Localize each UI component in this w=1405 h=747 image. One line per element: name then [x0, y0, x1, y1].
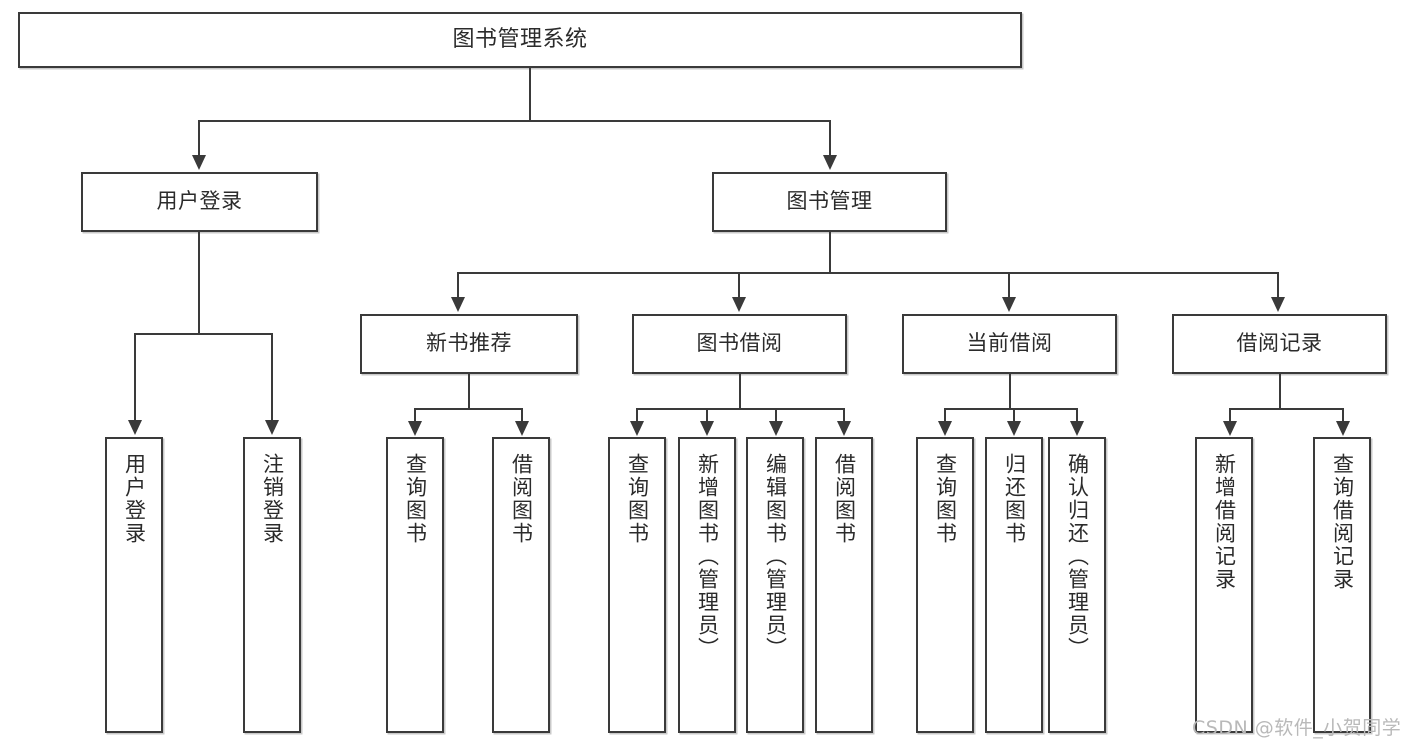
connector-drop	[134, 333, 136, 422]
node-label: 查询借阅记录	[1330, 453, 1355, 591]
node-label: 新增借阅记录	[1212, 453, 1237, 591]
arrowhead-icon	[1336, 421, 1350, 436]
arrowhead-icon	[769, 421, 783, 436]
leaf-return-book[interactable]: 归还图书	[985, 437, 1043, 733]
arrowhead-icon	[1271, 297, 1285, 312]
connector-root-stem	[529, 68, 531, 120]
connector-drop	[271, 333, 273, 422]
arrowhead-icon	[837, 421, 851, 436]
node-label: 用户登录	[156, 189, 243, 214]
connector-bar	[1229, 408, 1343, 410]
arrowhead-icon	[630, 421, 644, 436]
node-label: 图书管理	[786, 189, 873, 214]
arrowhead-icon	[823, 155, 837, 170]
arrowhead-icon	[408, 421, 422, 436]
connector-drop	[457, 272, 459, 299]
connector-drop	[775, 408, 777, 424]
connector-drop	[1008, 272, 1010, 299]
node-label: 查询图书	[403, 453, 428, 545]
node-label: 借阅图书	[832, 453, 857, 545]
node-label: 查询图书	[933, 453, 958, 545]
connector-drop	[414, 408, 416, 424]
node-label: 借阅记录	[1236, 331, 1323, 356]
leaf-edit-book-admin[interactable]: 编辑图书（管理员）	[746, 437, 804, 733]
node-book-borrow[interactable]: 图书借阅	[632, 314, 847, 374]
arrowhead-icon	[515, 421, 529, 436]
arrowhead-icon	[265, 420, 279, 435]
node-label: 编辑图书（管理员）	[763, 453, 788, 660]
connector-level3-bar	[457, 272, 1278, 274]
connector-drop	[843, 408, 845, 424]
arrowhead-icon	[1007, 421, 1021, 436]
leaf-logout[interactable]: 注销登录	[243, 437, 301, 733]
leaf-add-borrow-record[interactable]: 新增借阅记录	[1195, 437, 1253, 733]
node-label: 图书管理系统	[452, 26, 588, 52]
leaf-query-book-borrow[interactable]: 查询图书	[608, 437, 666, 733]
node-label: 查询图书	[625, 453, 650, 545]
arrowhead-icon	[732, 297, 746, 312]
node-label: 归还图书	[1002, 453, 1027, 545]
arrowhead-icon	[451, 297, 465, 312]
connector-stem	[468, 374, 470, 408]
node-current-borrow[interactable]: 当前借阅	[902, 314, 1117, 374]
node-label: 当前借阅	[966, 331, 1053, 356]
node-user-login[interactable]: 用户登录	[81, 172, 318, 232]
arrowhead-icon	[1070, 421, 1084, 436]
connector-bar	[944, 408, 1077, 410]
leaf-query-book-current[interactable]: 查询图书	[916, 437, 974, 733]
connector-bar	[636, 408, 844, 410]
arrowhead-icon	[1002, 297, 1016, 312]
leaf-add-book-admin[interactable]: 新增图书（管理员）	[678, 437, 736, 733]
connector-drop	[944, 408, 946, 424]
connector-drop	[1013, 408, 1015, 424]
connector-stem	[1009, 374, 1011, 408]
connector-drop	[1076, 408, 1078, 424]
connector-user-login-stem	[198, 232, 200, 333]
connector-user-login-bar	[134, 333, 273, 335]
connector-bar	[414, 408, 522, 410]
connector-stem	[1279, 374, 1281, 408]
leaf-query-borrow-record[interactable]: 查询借阅记录	[1313, 437, 1371, 733]
connector-book-management-stem	[829, 232, 831, 272]
node-label: 用户登录	[122, 453, 147, 545]
connector-root-drop-right	[829, 120, 831, 157]
connector-drop	[1277, 272, 1279, 299]
node-label: 注销登录	[260, 453, 285, 545]
connector-drop	[636, 408, 638, 424]
connector-drop	[1229, 408, 1231, 424]
connector-drop	[1342, 408, 1344, 424]
leaf-user-login[interactable]: 用户登录	[105, 437, 163, 733]
node-new-book-recommend[interactable]: 新书推荐	[360, 314, 578, 374]
connector-root-drop-left	[198, 120, 200, 157]
arrowhead-icon	[1223, 421, 1237, 436]
leaf-query-book-recommend[interactable]: 查询图书	[386, 437, 444, 733]
arrowhead-icon	[938, 421, 952, 436]
node-label: 图书借阅	[696, 331, 783, 356]
arrowhead-icon	[700, 421, 714, 436]
connector-drop	[738, 272, 740, 299]
connector-stem	[739, 374, 741, 408]
node-book-management[interactable]: 图书管理	[712, 172, 947, 232]
node-borrow-record[interactable]: 借阅记录	[1172, 314, 1387, 374]
node-label: 借阅图书	[509, 453, 534, 545]
connector-drop	[521, 408, 523, 424]
leaf-confirm-return-admin[interactable]: 确认归还（管理员）	[1048, 437, 1106, 733]
node-label: 新书推荐	[426, 331, 512, 356]
node-book-management-system[interactable]: 图书管理系统	[18, 12, 1022, 68]
node-label: 新增图书（管理员）	[695, 453, 720, 660]
arrowhead-icon	[192, 155, 206, 170]
arrowhead-icon	[128, 420, 142, 435]
leaf-borrow-book[interactable]: 借阅图书	[815, 437, 873, 733]
connector-drop	[706, 408, 708, 424]
connector-root-bar	[198, 120, 831, 122]
leaf-borrow-book-recommend[interactable]: 借阅图书	[492, 437, 550, 733]
node-label: 确认归还（管理员）	[1065, 453, 1090, 660]
